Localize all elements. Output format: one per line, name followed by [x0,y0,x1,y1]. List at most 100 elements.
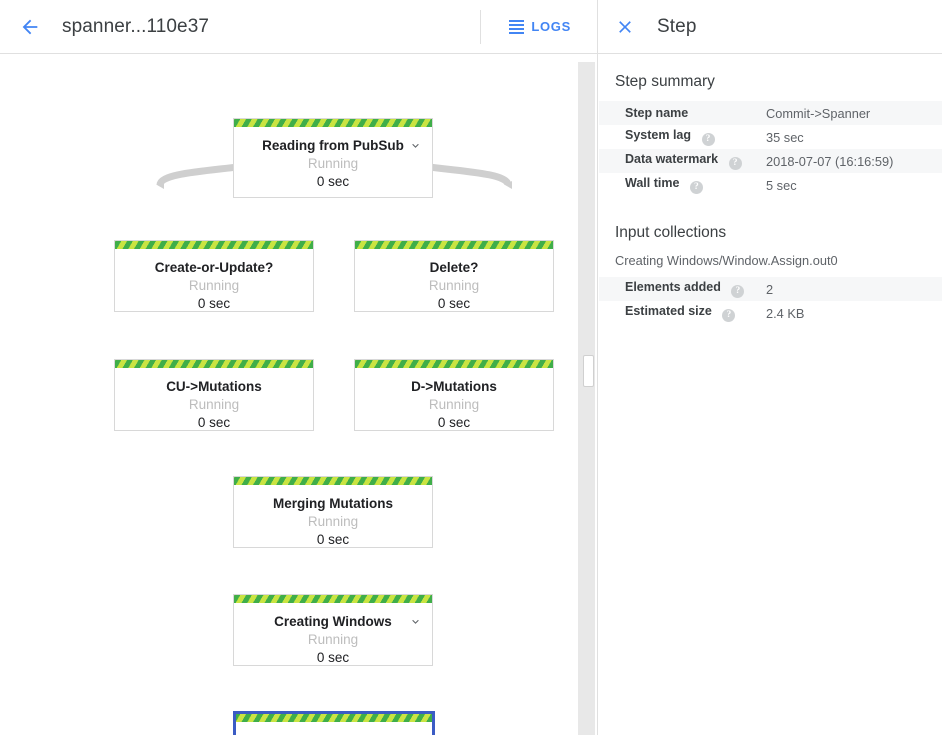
node-body: Reading from PubSub Running 0 sec [234,127,432,198]
header-divider [480,9,482,44]
step-panel-title: Step [657,15,697,37]
node-title: Commit->Spanner [236,732,432,735]
section-gap [599,197,942,223]
table-row: Estimated size ? 2.4 KB [599,301,942,325]
row-key: Step name [599,101,766,125]
graph-node-d-mutations[interactable]: D->Mutations Running 0 sec [354,359,554,431]
back-arrow-icon[interactable] [6,3,54,51]
table-row: Step name Commit->Spanner [599,101,942,125]
row-value: Commit->Spanner [766,105,871,121]
node-body: Merging Mutations Running 0 sec [234,485,432,556]
graph-node-cu-mutations[interactable]: CU->Mutations Running 0 sec [114,359,314,431]
node-progress-bar [234,477,432,485]
node-title: Delete? [429,260,479,275]
node-title: Merging Mutations [273,496,393,511]
logs-button[interactable]: LOGS [495,9,585,45]
node-status: Running [188,278,240,293]
graph-node-creating-windows[interactable]: Creating Windows Running 0 sec [233,594,433,666]
node-title: Reading from PubSub [262,138,404,153]
node-progress-bar [234,119,432,127]
table-row: Wall time ? 5 sec [599,173,942,197]
row-value: 2018-07-07 (16:16:59) [766,153,894,169]
row-key: Elements added ? [599,277,766,301]
node-progress-bar [355,360,553,368]
node-body: CU->Mutations Running 0 sec [115,368,313,439]
node-status: Running [188,397,240,412]
job-graph-pane: spanner...110e37 LOGS [0,0,599,735]
node-progress-bar [355,241,553,249]
node-body: D->Mutations Running 0 sec [355,368,553,439]
graph-node-reading-from-pubsub[interactable]: Reading from PubSub Running 0 sec [233,118,433,198]
node-time: 0 sec [197,296,231,311]
node-status: Running [428,397,480,412]
node-status: Running [307,156,359,171]
row-value: 2.4 KB [766,305,805,321]
job-graph-canvas[interactable]: Reading from PubSub Running 0 sec Create… [0,54,599,735]
table-row: Data watermark ? 2018-07-07 (16:16:59) [599,149,942,173]
node-title: Creating Windows [274,614,392,629]
step-details-pane: Step Step summary Step name Commit->Span… [599,0,942,735]
node-time: 0 sec [437,296,471,311]
row-key: Data watermark ? [599,149,766,173]
node-body: Delete? Running 0 sec [355,249,553,320]
node-time: 0 sec [316,650,350,665]
row-value: 35 sec [766,129,804,145]
table-row: Elements added ? 2 [599,277,942,301]
chevron-down-icon[interactable] [407,137,423,153]
node-title: D->Mutations [411,379,497,394]
step-summary-heading: Step summary [615,73,715,90]
graph-scrollbar-thumb[interactable] [583,355,594,387]
input-collections-heading: Input collections [615,224,727,241]
help-icon[interactable]: ? [701,132,715,146]
step-summary-table: Step name Commit->Spanner System lag ? 3… [599,101,942,197]
row-key-label: Wall time [625,176,680,191]
graph-scrollbar-track[interactable] [578,62,595,735]
row-value: 2 [766,281,774,297]
node-body: Creating Windows Running 0 sec [234,603,432,674]
node-progress-bar [236,714,432,722]
row-key-label: Elements added [625,280,721,295]
table-row: System lag ? 35 sec [599,125,942,149]
step-panel-body: Step summary Step name Commit->Spanner S… [599,54,942,325]
logs-list-icon [509,19,525,34]
node-body: Commit->Spanner Part running 5 sec [236,722,432,735]
row-key-label: System lag [625,128,692,143]
row-key-label: Step name [625,106,689,120]
job-header: spanner...110e37 LOGS [0,0,599,54]
node-time: 0 sec [197,415,231,430]
node-progress-bar [234,595,432,603]
step-panel-header: Step [599,0,942,54]
help-icon[interactable]: ? [689,180,703,194]
row-key-label: Estimated size [625,304,712,319]
close-icon[interactable] [605,7,645,47]
input-collection-name: Creating Windows/Window.Assign.out0 [615,253,838,268]
row-value: 5 sec [766,177,797,193]
graph-node-create-or-update[interactable]: Create-or-Update? Running 0 sec [114,240,314,312]
row-key: Wall time ? [599,173,766,197]
node-status: Running [307,632,359,647]
node-body: Create-or-Update? Running 0 sec [115,249,313,320]
node-time: 0 sec [316,174,350,189]
node-title: Create-or-Update? [154,260,274,275]
help-icon[interactable]: ? [731,284,745,298]
node-time: 0 sec [316,532,350,547]
node-title: CU->Mutations [166,379,262,394]
node-time: 0 sec [437,415,471,430]
node-status: Running [307,514,359,529]
graph-node-commit-spanner[interactable]: Commit->Spanner Part running 5 sec [233,711,435,735]
page-title: spanner...110e37 [62,15,210,37]
logs-button-label: LOGS [531,19,571,34]
graph-node-merging-mutations[interactable]: Merging Mutations Running 0 sec [233,476,433,548]
pane-divider [597,0,598,735]
row-key: System lag ? [599,125,766,149]
graph-node-delete[interactable]: Delete? Running 0 sec [354,240,554,312]
node-progress-bar [115,241,313,249]
help-icon[interactable]: ? [728,156,742,170]
help-icon[interactable]: ? [722,308,736,322]
node-status: Running [428,278,480,293]
chevron-down-icon[interactable] [407,613,423,629]
row-key: Estimated size ? [599,301,766,325]
input-collections-table: Elements added ? 2 Estimated size ? 2.4 … [599,277,942,325]
node-progress-bar [115,360,313,368]
